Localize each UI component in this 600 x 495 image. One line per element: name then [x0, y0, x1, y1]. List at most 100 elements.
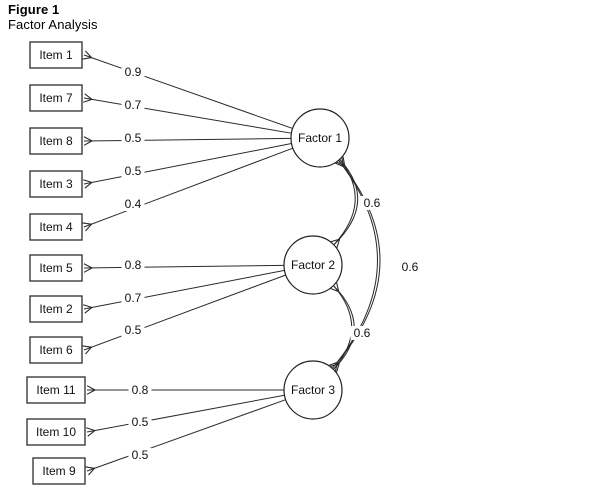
- item-box-label: Item 10: [36, 425, 76, 439]
- edge-value-backdrop: [121, 291, 145, 305]
- loading-path-item8: [84, 138, 292, 141]
- loading-value-item10: 0.5: [128, 415, 152, 429]
- loading-path-item4: [84, 147, 294, 227]
- item-box-label: Item 8: [39, 134, 73, 148]
- loading-path-item10: [87, 394, 285, 432]
- loading-path-item3: [84, 143, 292, 184]
- loading-value-item5: 0.8: [121, 258, 145, 272]
- item-box-item10[interactable]: Item 10: [26, 418, 86, 446]
- edge-value-backdrop: [121, 164, 145, 178]
- loading-value-item9: 0.5: [128, 448, 152, 462]
- factor-circle-factor2[interactable]: Factor 2: [283, 235, 343, 295]
- item-box-label: Item 9: [42, 464, 76, 478]
- item-box-rect: [29, 336, 83, 364]
- edge-value-backdrop: [128, 448, 152, 462]
- correlation-value-factor1-factor2: 0.6: [360, 196, 384, 210]
- item-box-item1[interactable]: Item 1: [29, 41, 83, 69]
- item-box-rect: [26, 376, 86, 404]
- edge-value-text: 0.7: [125, 291, 142, 305]
- item-box-label: Item 6: [39, 343, 73, 357]
- loading-value-item2: 0.7: [121, 291, 145, 305]
- item-box-rect: [29, 84, 83, 112]
- factor-circle-label: Factor 1: [298, 131, 342, 145]
- item-box-rect: [29, 170, 83, 198]
- item-box-item4[interactable]: Item 4: [29, 213, 83, 241]
- item-box-label: Item 11: [36, 383, 75, 397]
- factor-circle-factor3[interactable]: Factor 3: [283, 360, 343, 420]
- edge-value-backdrop: [121, 131, 145, 145]
- loading-path-item7: [84, 98, 292, 134]
- item-box-label: Item 5: [39, 261, 73, 275]
- factor-circle-shape: [283, 235, 343, 295]
- edge-value-backdrop: [360, 196, 384, 210]
- item-box-label: Item 2: [39, 302, 73, 316]
- loading-value-item8: 0.5: [121, 131, 145, 145]
- edge-value-labels-layer: 0.9 0.7 0.5 0.5 0.4 0.8 0.7 0.5 0.8 0.5 0.5 0.6 0.6 0…: [121, 65, 422, 462]
- edge-value-text: 0.8: [132, 383, 149, 397]
- figure-title: Factor Analysis: [8, 17, 98, 33]
- edge-value-text: 0.5: [125, 164, 142, 178]
- item-box-item7[interactable]: Item 7: [29, 84, 83, 112]
- item-box-label: Item 4: [39, 220, 73, 234]
- factor-circle-shape: [283, 360, 343, 420]
- edge-value-backdrop: [128, 383, 152, 397]
- edge-value-text: 0.6: [364, 196, 381, 210]
- edge-value-text: 0.6: [354, 326, 371, 340]
- loading-value-item7: 0.7: [121, 98, 145, 112]
- loading-path-item5: [84, 265, 285, 268]
- loading-value-item6: 0.5: [121, 323, 145, 337]
- loading-value-item4: 0.4: [121, 197, 145, 211]
- edge-value-text: 0.9: [125, 65, 142, 79]
- edge-value-backdrop: [350, 326, 374, 340]
- factor-circle-factor1[interactable]: Factor 1: [290, 108, 350, 168]
- loading-path-item1: [84, 55, 293, 129]
- item-box-label: Item 7: [39, 91, 73, 105]
- edge-value-backdrop: [121, 65, 145, 79]
- loading-value-item3: 0.5: [121, 164, 145, 178]
- loading-paths-layer: [84, 55, 294, 471]
- loading-value-item11: 0.8: [128, 383, 152, 397]
- figure-number: Figure 1: [8, 2, 60, 17]
- factor-circle-label: Factor 3: [291, 383, 335, 397]
- item-box-item11[interactable]: Item 11: [26, 376, 86, 404]
- item-box-rect: [29, 127, 83, 155]
- item-box-item9[interactable]: Item 9: [32, 457, 86, 485]
- correlation-value-factor1-factor3: 0.6: [398, 260, 422, 274]
- correlation-arc-factor1-factor3: [332, 160, 381, 368]
- item-box-rect: [29, 254, 83, 282]
- item-box-item8[interactable]: Item 8: [29, 127, 83, 155]
- correlation-arc-factor2-factor3: [333, 286, 353, 370]
- edge-value-text: 0.5: [125, 323, 142, 337]
- correlation-arc-factor1-factor2: [334, 158, 359, 244]
- edge-value-backdrop: [398, 260, 422, 274]
- edge-value-backdrop: [128, 415, 152, 429]
- item-box-item6[interactable]: Item 6: [29, 336, 83, 364]
- loading-path-item2: [84, 269, 285, 309]
- latent-factor-circles-layer: Factor 1 Factor 2 Factor 3: [283, 108, 350, 420]
- item-box-rect: [32, 457, 86, 485]
- correlation-arc-factor1-factor2: [333, 159, 356, 246]
- correlation-value-factor2-factor3: 0.6: [350, 326, 374, 340]
- edge-value-backdrop: [121, 98, 145, 112]
- edge-value-text: 0.5: [132, 448, 149, 462]
- edge-value-text: 0.7: [125, 98, 142, 112]
- item-box-item3[interactable]: Item 3: [29, 170, 83, 198]
- loading-path-item9: [87, 399, 286, 471]
- figure-caption: Figure 1 Factor Analysis: [8, 2, 98, 33]
- loading-path-item6: [84, 274, 286, 350]
- observed-variable-boxes-layer: Item 1 Item 7 Item 8 Item 3 Item 4 Item 5 Item…: [26, 41, 86, 485]
- edge-value-backdrop: [121, 258, 145, 272]
- loading-value-item1: 0.9: [121, 65, 145, 79]
- edge-value-text: 0.5: [132, 415, 149, 429]
- edge-value-text: 0.8: [125, 258, 142, 272]
- edge-value-text: 0.6: [402, 260, 419, 274]
- item-box-rect: [29, 41, 83, 69]
- edge-value-text: 0.4: [125, 197, 142, 211]
- item-box-label: Item 1: [39, 48, 73, 62]
- item-box-item2[interactable]: Item 2: [29, 295, 83, 323]
- item-box-item5[interactable]: Item 5: [29, 254, 83, 282]
- item-box-label: Item 3: [39, 177, 73, 191]
- factor-circle-shape: [290, 108, 350, 168]
